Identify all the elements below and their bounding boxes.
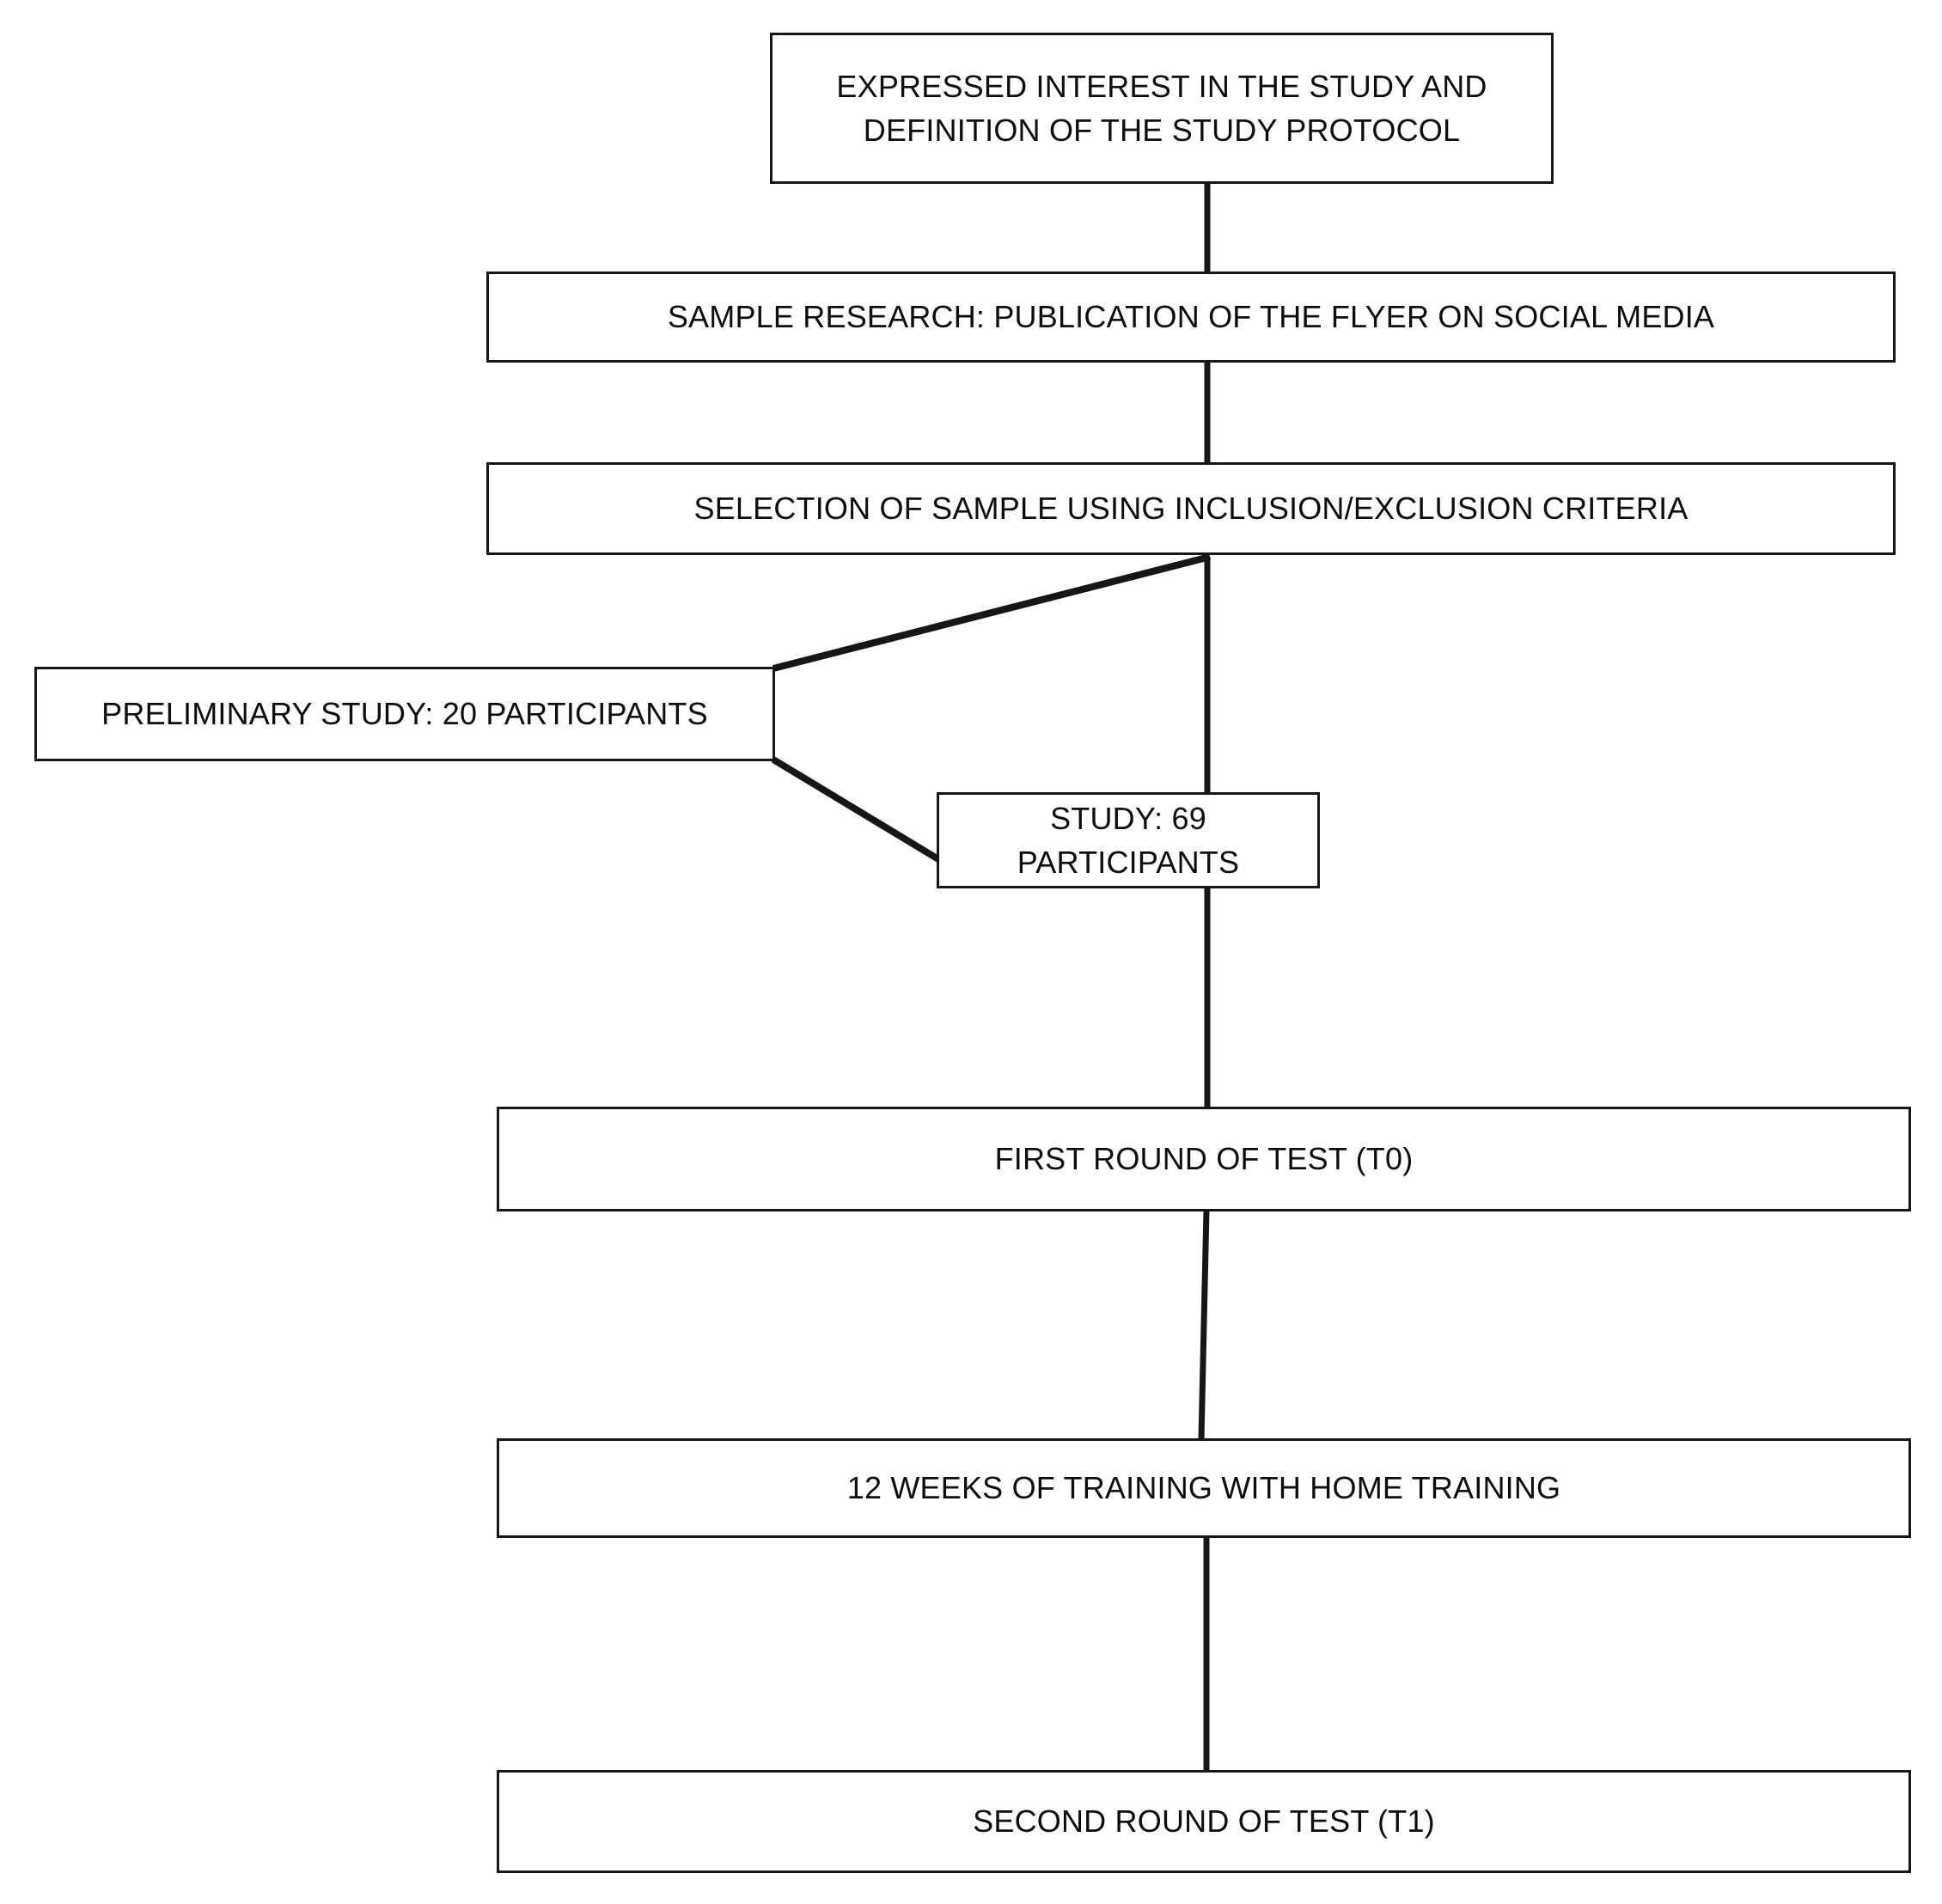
node-selection-of-sample-label: SELECTION OF SAMPLE USING INCLUSION/EXCL… [693,491,1689,527]
node-second-round-of-test: SECOND ROUND OF TEST (T1) [497,1770,1911,1873]
edge-first-test-to-training [1198,1209,1210,1441]
node-weeks-of-training-label: 12 WEEKS OF TRAINING WITH HOME TRAINING [846,1470,1561,1506]
node-first-round-of-test: FIRST ROUND OF TEST (T0) [497,1107,1911,1211]
node-second-round-of-test-label: SECOND ROUND OF TEST (T1) [973,1803,1435,1840]
node-weeks-of-training: 12 WEEKS OF TRAINING WITH HOME TRAINING [497,1438,1911,1538]
node-first-round-of-test-label: FIRST ROUND OF TEST (T0) [994,1141,1414,1177]
edge-selection-to-preliminary [773,553,1211,672]
node-expressed-interest-label: EXPRESSED INTEREST IN THE STUDY AND DEFI… [836,68,1487,148]
node-preliminary-study-label: PRELIMINARY STUDY: 20 PARTICIPANTS [101,696,708,732]
node-selection-of-sample: SELECTION OF SAMPLE USING INCLUSION/EXCL… [486,462,1896,555]
node-sample-research: SAMPLE RESEARCH: PUBLICATION OF THE FLYE… [486,272,1896,363]
node-expressed-interest: EXPRESSED INTEREST IN THE STUDY AND DEFI… [770,33,1554,184]
node-preliminary-study: PRELIMINARY STUDY: 20 PARTICIPANTS [34,667,775,761]
node-study-participants-label: STUDY: 69 PARTICIPANTS [1017,800,1240,880]
node-sample-research-label: SAMPLE RESEARCH: PUBLICATION OF THE FLYE… [667,299,1715,335]
node-study-participants: STUDY: 69 PARTICIPANTS [937,792,1320,888]
edge-preliminary-to-study [771,756,941,863]
